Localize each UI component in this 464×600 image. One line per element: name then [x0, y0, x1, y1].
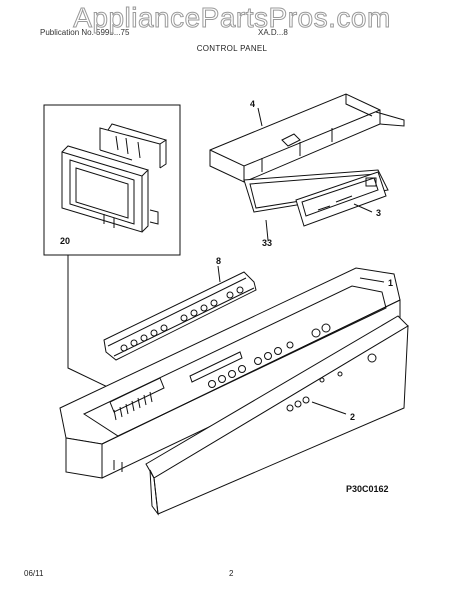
page-title: CONTROL PANEL [196, 44, 268, 53]
part-20-inset [43, 104, 181, 256]
page-number: 2 [229, 569, 234, 578]
callout-3: 3 [376, 208, 381, 218]
leader-line-3 [353, 203, 373, 213]
callout-1: 1 [388, 278, 393, 288]
leader-line-1 [359, 277, 385, 283]
footer-date: 06/11 [24, 569, 44, 578]
part-3-control-board [295, 171, 387, 227]
part-2-front-panel [145, 315, 409, 516]
callout-2: 2 [350, 412, 355, 422]
figure-id: P30C0162 [346, 484, 389, 494]
callout-20: 20 [60, 236, 70, 246]
callout-33: 33 [262, 238, 272, 248]
leader-line-2 [311, 401, 347, 415]
part-8-keypad [103, 271, 257, 361]
leader-line-8 [217, 265, 221, 283]
model-number: XA.D...8 [258, 28, 288, 37]
callout-8: 8 [216, 256, 221, 266]
callout-4: 4 [250, 99, 255, 109]
leader-line-4 [257, 107, 263, 127]
leader-line-33 [265, 219, 269, 241]
leader-line-20 [67, 255, 119, 393]
publication-number: Publication No. 5995...75 [40, 28, 130, 37]
part-4-bracket [209, 93, 405, 183]
